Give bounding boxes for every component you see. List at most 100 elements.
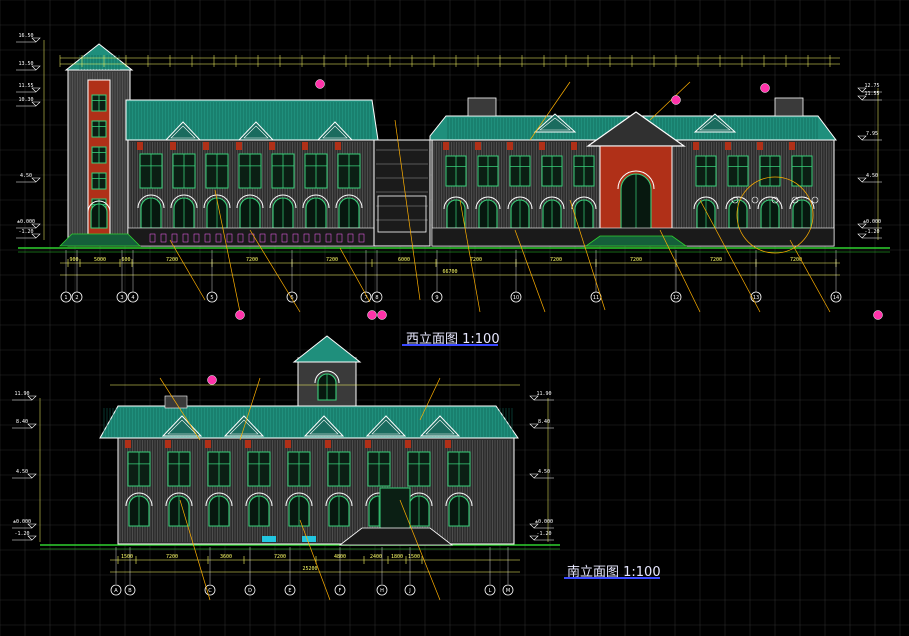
south-axis-bubble-circle (404, 584, 416, 596)
west-level-right: 4.50 (866, 173, 878, 179)
west-bay-dim: 5000 (94, 257, 106, 263)
west-annotation-leader (529, 81, 571, 141)
west-level-right-triangle (857, 95, 867, 101)
left-wing-basement-vent (226, 233, 233, 243)
west-bay-dim: 7200 (630, 257, 642, 263)
south-section-marker (207, 375, 217, 385)
right-wing-corbel (475, 142, 481, 150)
left-wing-dormer-inner (243, 125, 269, 139)
west-axis-bubble-circle (431, 291, 443, 303)
south-dormer-inner (167, 419, 197, 435)
south-dormer (303, 415, 345, 437)
left-wing-basement-vent (347, 233, 354, 243)
south-level-left-triangle (27, 523, 37, 529)
west-annotation-leader (789, 239, 831, 313)
west-level-right: 12.75 (864, 83, 879, 89)
left-wing-basement-vent (292, 233, 299, 243)
south-dormer (161, 415, 203, 437)
left-wing-corbel (335, 142, 341, 150)
left-wing-basement-vent (182, 233, 189, 243)
left-wing-arch-window-arch-trim (170, 194, 198, 209)
right-wing-chimney (774, 97, 804, 117)
west-axis-bubble-circle (830, 291, 842, 303)
left-wing-corbel (203, 142, 209, 150)
west-section-marker (671, 95, 681, 105)
south-axis-bubble: J (408, 588, 410, 594)
oculus-window (811, 196, 819, 204)
left-wing-basement-vent (193, 233, 200, 243)
west-bay-dim: 7200 (166, 257, 178, 263)
left-wing-corbel (170, 142, 176, 150)
south-bay-dim: 1500 (121, 554, 133, 560)
right-wing-dormer (533, 113, 577, 133)
west-annotation-leader (394, 119, 421, 301)
left-wing-dormer-inner (170, 125, 196, 139)
west-annotation-leader (649, 81, 691, 121)
south-bay-dim: 2400 (370, 554, 382, 560)
right-wing-arch-window-arch-trim (725, 196, 751, 210)
west-bay-dim: 7200 (710, 257, 722, 263)
west-connector (373, 139, 431, 247)
connector-body (373, 139, 431, 247)
west-bay-dim: 7200 (550, 257, 562, 263)
west-bay-dim: 7200 (790, 257, 802, 263)
west-axis-bubble-circle (60, 291, 72, 303)
west-axis-bubble: 3 (120, 295, 123, 301)
south-bay-dim: 1500 (408, 554, 420, 560)
south-level-left-triangle (27, 473, 37, 479)
south-corbel (165, 440, 171, 448)
south-axis-bubble: D (248, 588, 252, 594)
right-wing-corbel (539, 142, 545, 150)
south-bay-dim: 7200 (274, 554, 286, 560)
west-axis-bubble: 9 (435, 295, 438, 301)
south-annotation-leader (299, 519, 331, 601)
south-axis-bubble-circle (284, 584, 296, 596)
left-wing-basement-vent (171, 233, 178, 243)
south-corbel (125, 440, 131, 448)
right-wing-dormer (693, 113, 737, 133)
south-bay-dim: 1800 (391, 554, 403, 560)
west-level-left: 13.50 (18, 61, 33, 67)
south-corbel (245, 440, 251, 448)
south-dormer (419, 415, 461, 437)
west-axis-bubble-circle (71, 291, 83, 303)
west-section-marker (377, 310, 387, 320)
left-wing-basement-vent (270, 233, 277, 243)
west-bay-dim: 7200 (326, 257, 338, 263)
west-bay-dim: 900 (69, 257, 78, 263)
south-chimney (164, 395, 188, 409)
west-axis-bubble-circle (371, 291, 383, 303)
west-bay-dim: 7200 (246, 257, 258, 263)
south-axis-bubble: M (506, 588, 510, 594)
south-axis-bubble-circle (502, 584, 514, 596)
south-entrance-steps (338, 527, 454, 546)
west-bay-dim: 600 (121, 257, 130, 263)
west-annotation-leader (339, 247, 371, 303)
west-axis-bubble: 7 (364, 295, 367, 301)
south-axis-bubble: E (288, 588, 291, 594)
south-arch-window-arch-trim (125, 492, 153, 507)
south-level-left-triangle (27, 395, 37, 401)
left-wing-basement-vent (204, 233, 211, 243)
south-level-left-triangle (27, 535, 37, 541)
west-level-right: -1.20 (864, 229, 879, 235)
south-dormer (223, 415, 265, 437)
west-section-marker (315, 79, 325, 89)
west-level-left: 11.55 (18, 83, 33, 89)
south-axis-bubble: L (489, 588, 492, 594)
south-level-left: 11.90 (14, 391, 29, 397)
connector-door (377, 195, 427, 233)
oculus-window (791, 196, 799, 204)
left-wing-basement-vent (160, 233, 167, 243)
south-arch-window-arch-trim (165, 492, 193, 507)
west-level-left: 16.50 (18, 33, 33, 39)
west-axis-bubble: 2 (75, 295, 78, 301)
left-wing-basement-vent (259, 233, 266, 243)
left-wing-basement-vent (237, 233, 244, 243)
west-overall-dim: 66700 (442, 269, 457, 275)
right-wing-arch-window-arch-trim (443, 196, 469, 210)
south-annotation-leader (179, 499, 211, 601)
south-corbel (285, 440, 291, 448)
